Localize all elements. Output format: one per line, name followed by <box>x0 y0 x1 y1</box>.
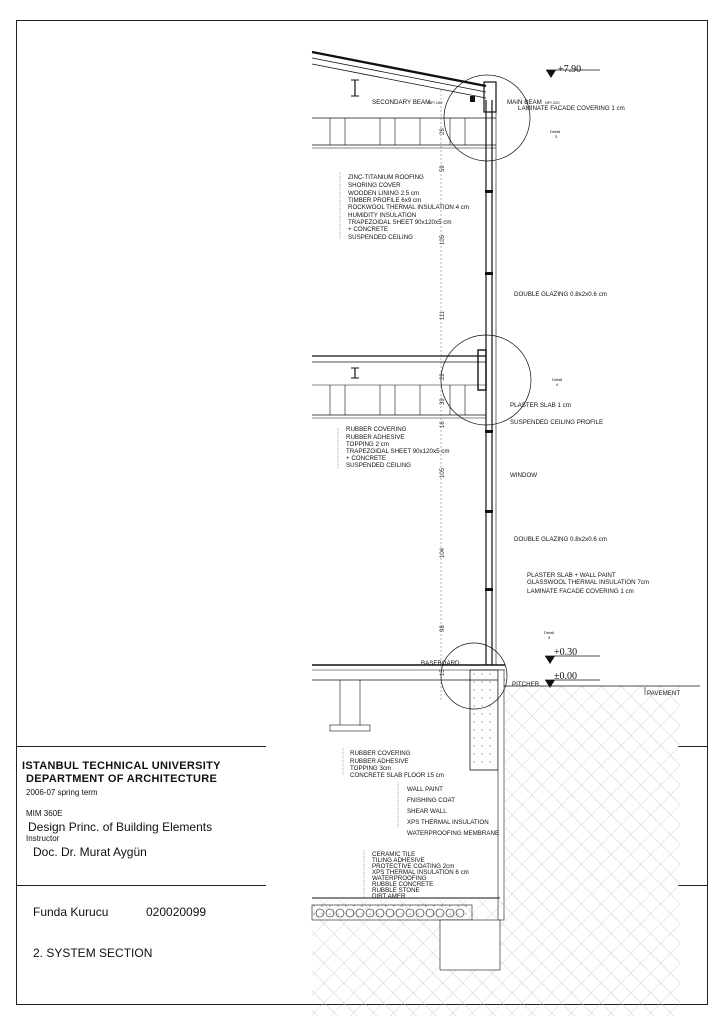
dim-9: 104 <box>440 547 446 558</box>
level-floor: +0.30 <box>554 647 577 658</box>
basement-layer-5: WATERPROOFING MEMBRANE <box>407 830 499 837</box>
pitcher-label: PITCHER <box>512 681 540 688</box>
detail-4-label: Detail <box>552 377 562 382</box>
facade-annotations: DOUBLE GLAZING 0.8x2x0.6 cm Detail 4 PLA… <box>510 291 649 640</box>
suspended-profile: SUSPENDED CEILING PROFILE <box>510 419 603 426</box>
roof-layer-8: + CONCRETE <box>348 226 388 233</box>
double-glazing-2: DOUBLE GLAZING 0.8x2x0.6 cm <box>514 536 607 543</box>
level-top: +7.90 <box>558 64 581 75</box>
level-ground: ±0.00 <box>554 671 577 682</box>
detail-4-num: 4 <box>556 382 559 387</box>
detail-5-label: Detail <box>544 630 554 635</box>
pavement-label: PAVEMENT <box>647 690 680 697</box>
floor-layer-6: SUSPENDED CEILING <box>346 462 411 469</box>
upper-floor-slab <box>312 334 532 426</box>
foundation-layer-1: CERAMIC TILE <box>372 851 415 858</box>
ground-layer-3: TOPPING 3cm <box>350 765 391 772</box>
floor-layer-2: RUBBER ADHESIVE <box>346 434 404 441</box>
dim-10: 98 <box>440 625 446 632</box>
laminate-top-label: LAMINATE FACADE COVERING 1 cm <box>518 105 625 112</box>
basement-layer-2: FNISHING COAT <box>407 797 455 804</box>
level-markers: +7.90 +0.30 ±0.00 <box>545 64 600 688</box>
ground-layer-4: CONCRETE SLAB FLOOR 15 cm <box>350 772 444 779</box>
right-margin-line-2 <box>678 885 708 886</box>
detail-5-num: 5 <box>548 635 551 640</box>
right-margin-line-1 <box>678 746 708 747</box>
double-glazing-1: DOUBLE GLAZING 0.8x2x0.6 cm <box>514 291 607 298</box>
basement-layer-1: WALL PAINT <box>407 786 443 793</box>
window-label: WINDOW <box>510 472 537 479</box>
course-name: Design Princ. of Building Elements <box>28 820 213 834</box>
student-name: Funda Kurucu <box>33 905 109 919</box>
floor-layer-5: + CONCRETE <box>346 455 386 462</box>
course-code: MIM 360E <box>26 809 63 818</box>
wall-layer-2: GLASSWOOL THERMAL INSULATION 7cm <box>527 579 649 586</box>
foundation-layer-3: PROTECTIVE COATING 2cm <box>372 863 454 870</box>
floor-layer-4: TRAPEZOIDAL SHEET 90x120x5 cm <box>346 448 450 455</box>
baseboard-label: BASEBOARD <box>421 660 460 667</box>
dim-7: 16 <box>440 421 446 428</box>
foundation-layer-2: TILING ADHESIVE <box>372 857 425 864</box>
ground-layer-2: RUBBER ADHESIVE <box>350 758 408 765</box>
instructor-name: Doc. Dr. Murat Aygün <box>33 845 147 859</box>
ground-layer-1: RUBBER COVERING <box>350 750 411 757</box>
secondary-beam-spec: NPI 160 <box>428 100 443 105</box>
roof-layer-3: WOODEN LINING 2.5 cm <box>348 190 419 197</box>
department-name: DEPARTMENT OF ARCHITECTURE <box>26 773 218 785</box>
detail-3-num: 3 <box>555 134 558 139</box>
dim-4: 111 <box>440 310 446 320</box>
roof-layer-5: ROCKWOOL THERMAL INSULATION 4 cm <box>348 204 469 211</box>
basement-layer-4: XPS THERMAL INSULATION <box>407 819 489 826</box>
title-block-mid-line <box>16 885 266 886</box>
floor-layer-3: TOPPING 2 cm <box>346 441 389 448</box>
foundation-layer-7: RUBBLE STONE <box>372 887 420 894</box>
dimension-chain: 28 59 105 111 22 39 16 105 104 98 15 <box>440 90 446 700</box>
floor-layer-1: RUBBER COVERING <box>346 426 407 433</box>
foundation-layer-8: DIRT AMER <box>372 893 406 900</box>
dim-11: 15 <box>440 669 446 676</box>
roof-layer-2: SHORING COVER <box>348 182 401 189</box>
main-beam-label: MAIN BEAM <box>507 99 542 106</box>
dim-8: 105 <box>440 467 446 478</box>
roof-layer-4: TIMBER PROFILE 6x9 cm <box>348 197 421 204</box>
roof-layer-9: SUSPENDED CEILING <box>348 234 413 241</box>
title-block-top-line <box>16 746 266 747</box>
foundation-layer-6: RUBBLE CONCRETE <box>372 881 433 888</box>
ground-annotations: BASEBOARD PITCHER PAVEMENT RUBBER COVERI… <box>342 660 680 900</box>
plaster-slab: PLASTER SLAB 1 cm <box>510 402 571 409</box>
roof-annotations: SECONDARY BEAM NPI 160 MAIN BEAM NPI 220… <box>339 99 625 241</box>
dim-1: 28 <box>440 128 446 135</box>
roof-layer-1: ZINC-TITANIUM ROOFING <box>348 174 424 181</box>
wall-layer-3: LAMINATE FACADE COVERING 1 cm <box>527 588 634 595</box>
sheet-title: 2. SYSTEM SECTION <box>33 946 153 960</box>
dim-5: 22 <box>440 373 446 380</box>
ground-floor <box>311 642 700 1016</box>
dim-2: 59 <box>440 165 446 172</box>
main-beam-spec: NPI 220 <box>545 100 560 105</box>
basement-layer-3: SHEAR WALL <box>407 808 447 815</box>
foundation-layer-5: WATERPROOFING <box>372 875 427 882</box>
secondary-beam-label: SECONDARY BEAM <box>372 99 430 106</box>
roof-layer-6: HUMIDITY INSULATION <box>348 212 416 219</box>
floor-annotations: RUBBER COVERING RUBBER ADHESIVE TOPPING … <box>337 426 450 470</box>
term: 2006-07 spring term <box>26 788 98 797</box>
roof <box>311 50 531 162</box>
dim-3: 105 <box>440 234 446 245</box>
student-id: 020020099 <box>146 905 207 919</box>
foundation-layer-4: XPS THERMAL INSULATION 6 cm <box>372 869 469 876</box>
dim-6: 39 <box>440 398 446 405</box>
detail-3-label: Detail <box>550 129 560 134</box>
university-name: ISTANBUL TECHNICAL UNIVERSITY <box>22 760 221 772</box>
roof-layer-7: TRAPEZOIDAL SHEET 90x120x5 cm <box>348 219 452 226</box>
instructor-label: Instructor <box>26 834 60 843</box>
wall-layer-1: PLASTER SLAB + WALL PAINT <box>527 572 616 579</box>
